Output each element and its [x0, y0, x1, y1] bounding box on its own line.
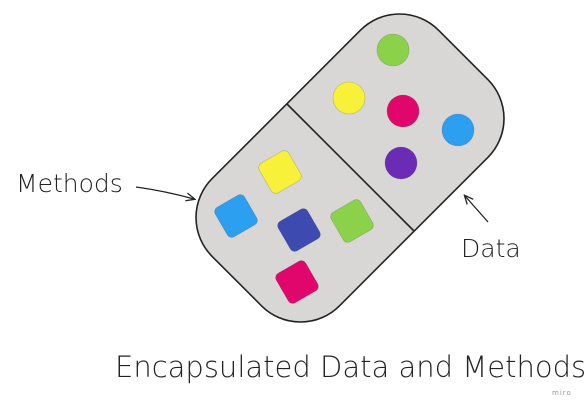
- capsule-divider: [286, 103, 415, 232]
- method-item-square: [258, 150, 302, 194]
- methods-compartment: [214, 150, 374, 304]
- capsule: [195, 13, 505, 323]
- data-arrow: [465, 196, 489, 223]
- miro-watermark: miro: [552, 389, 572, 397]
- method-item-square: [277, 208, 321, 252]
- diagram-caption: Encapsulated Data and Methods: [115, 350, 585, 384]
- methods-label: Methods: [16, 169, 123, 198]
- data-item-circle: [376, 33, 410, 67]
- methods-arrow: [135, 186, 194, 199]
- capsule-body: [195, 13, 505, 323]
- data-label: Data: [461, 234, 521, 263]
- method-item-square: [214, 194, 258, 238]
- method-item-square: [275, 260, 319, 304]
- data-item-circle: [332, 81, 366, 115]
- data-item-circle: [441, 113, 475, 147]
- data-compartment: [332, 33, 475, 180]
- method-item-square: [330, 199, 374, 243]
- data-item-circle: [384, 146, 418, 180]
- data-item-circle: [386, 94, 420, 128]
